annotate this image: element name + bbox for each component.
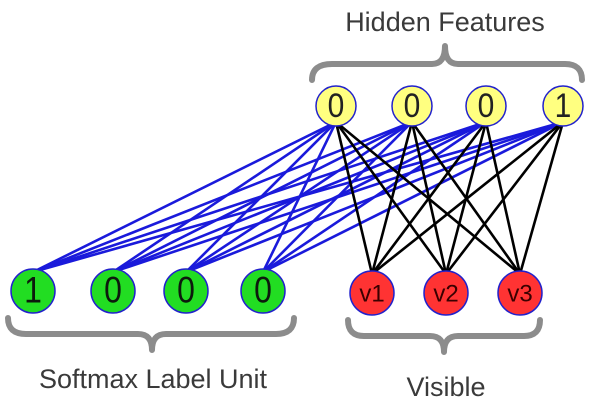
edge-v1-h1 <box>334 121 374 275</box>
edge-v3-h1 <box>335 120 521 276</box>
hidden-unit-h3-label: 0 <box>478 86 495 124</box>
edge-s1-h1 <box>32 120 337 274</box>
softmax-unit-s1: 1 <box>10 268 56 314</box>
softmax-label: Softmax Label Unit <box>39 364 268 394</box>
visible-label: Visible <box>406 372 485 402</box>
visible-brace <box>345 317 543 355</box>
edge-s4-h1 <box>261 121 338 273</box>
nodes: 0 0 0 1 1 0 0 0 v1 v2 v3 <box>10 85 584 316</box>
hidden-features-label: Hidden Features <box>345 7 545 37</box>
edge-s4-h4 <box>262 120 564 274</box>
softmax-unit-s3-circle <box>163 268 209 314</box>
visible-unit-v1-circle <box>349 270 395 316</box>
hidden-unit-h4-circle <box>542 85 584 127</box>
softmax-hidden-edges <box>32 120 564 274</box>
hidden-unit-h3: 0 <box>465 85 507 127</box>
softmax-unit-s2: 0 <box>90 268 136 314</box>
hidden-features-brace <box>309 43 585 83</box>
softmax-unit-s1-label: 1 <box>24 271 42 312</box>
edge-s3-h1 <box>185 121 337 273</box>
softmax-unit-s2-circle <box>90 268 136 314</box>
edge-v2-h1 <box>334 121 448 275</box>
softmax-unit-s4-label: 0 <box>254 271 272 312</box>
hidden-unit-h2-label: 0 <box>404 86 421 124</box>
softmax-unit-s3: 0 <box>163 268 209 314</box>
edge-v3-h2 <box>410 121 522 275</box>
softmax-brace <box>5 315 297 353</box>
visible-unit-v1-label: v1 <box>359 281 384 308</box>
visible-unit-v3-circle <box>497 270 543 316</box>
hidden-unit-h4-label: 1 <box>555 86 572 124</box>
edge-s4-h2 <box>262 121 413 273</box>
visible-hidden-edges <box>334 120 565 276</box>
hidden-unit-h1-label: 0 <box>328 86 345 124</box>
visible-unit-v1: v1 <box>349 270 395 316</box>
edge-v3-h4 <box>518 121 565 275</box>
visible-unit-v3: v3 <box>497 270 543 316</box>
visible-unit-v2-label: v2 <box>433 281 458 308</box>
visible-unit-v3-label: v3 <box>507 281 532 308</box>
softmax-unit-s1-circle <box>10 268 56 314</box>
softmax-unit-s3-label: 0 <box>177 271 195 312</box>
hidden-unit-h4: 1 <box>542 85 584 127</box>
hidden-unit-h3-circle <box>465 85 507 127</box>
edge-s2-h1 <box>112 120 337 274</box>
visible-unit-v2: v2 <box>423 270 469 316</box>
edge-v2-h4 <box>444 121 565 275</box>
hidden-unit-h1: 0 <box>315 85 357 127</box>
hidden-unit-h2: 0 <box>391 85 433 127</box>
hidden-unit-h1-circle <box>315 85 357 127</box>
visible-unit-v2-circle <box>423 270 469 316</box>
edge-s4-h3 <box>262 120 487 274</box>
softmax-unit-s2-label: 0 <box>104 271 122 312</box>
softmax-unit-s4-circle <box>240 268 286 314</box>
softmax-unit-s4: 0 <box>240 268 286 314</box>
edge-v3-h3 <box>484 121 522 275</box>
hidden-unit-h2-circle <box>391 85 433 127</box>
